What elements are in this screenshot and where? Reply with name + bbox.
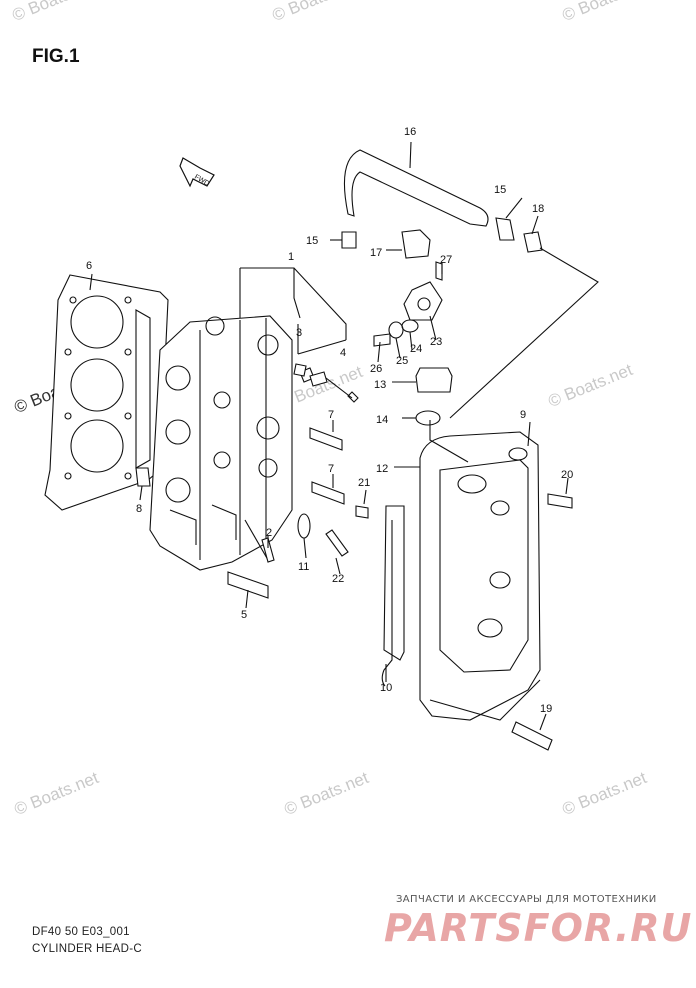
callout-number: 6 — [86, 260, 92, 272]
cover-gasket-drawing — [383, 505, 405, 661]
callout-number: 12 — [376, 463, 388, 475]
fwd-arrow-icon: FWD — [179, 157, 215, 188]
figure-caption-code: DF40 50 E03_001 — [32, 926, 130, 938]
callout-number: 22 — [332, 573, 344, 585]
callout-number: 25 — [396, 355, 408, 367]
callout-number: 26 — [370, 363, 382, 375]
breather-hose-drawing — [343, 149, 489, 227]
callout-number: 20 — [561, 469, 573, 481]
callout-number: 18 — [532, 203, 544, 215]
callout-number: 21 — [358, 477, 370, 489]
part-1-leader — [239, 267, 347, 340]
figure-caption-name: CYLINDER HEAD-C — [32, 943, 142, 955]
callout-number: 15 — [494, 184, 506, 196]
sensor-parts-drawing — [341, 217, 543, 259]
callout-number: 9 — [520, 409, 526, 421]
callout-number: 3 — [296, 327, 302, 339]
cylinder-head-drawing — [149, 315, 293, 571]
callout-number: 7 — [328, 409, 334, 421]
callout-number: 7 — [328, 463, 334, 475]
callout-number: 4 — [340, 347, 346, 359]
callout-number: 14 — [376, 414, 388, 426]
callout-number: 16 — [404, 126, 416, 138]
callout-number: 24 — [410, 343, 422, 355]
callout-number: 23 — [430, 336, 442, 348]
cylinder-head-cover-drawing — [419, 431, 541, 721]
figure-title: FIG.1 — [32, 46, 80, 67]
brand-tagline: ЗАПЧАСТИ И АКСЕССУАРЫ ДЛЯ МОТОТЕХНИКИ — [396, 894, 657, 905]
leader-lines-3-4 — [293, 268, 347, 355]
callout-number: 11 — [298, 561, 309, 573]
callout-number: 17 — [370, 247, 382, 259]
callout-number: 1 — [288, 251, 294, 263]
brand-logo: PARTSFOR.RU — [384, 906, 693, 950]
callout-number: 27 — [440, 254, 452, 266]
callout-number: 15 — [306, 235, 318, 247]
callout-number: 8 — [136, 503, 142, 515]
callout-number: 13 — [374, 379, 386, 391]
gasket-drawing — [44, 274, 169, 511]
screws-and-bolts-drawing — [135, 333, 573, 751]
callout-number: 19 — [540, 703, 552, 715]
callout-number: 5 — [241, 609, 247, 621]
thermostat-cap-drawing — [388, 261, 453, 426]
callout-number: 2 — [266, 527, 272, 539]
callout-number: 10 — [380, 682, 392, 694]
hose-route-line — [449, 247, 599, 419]
